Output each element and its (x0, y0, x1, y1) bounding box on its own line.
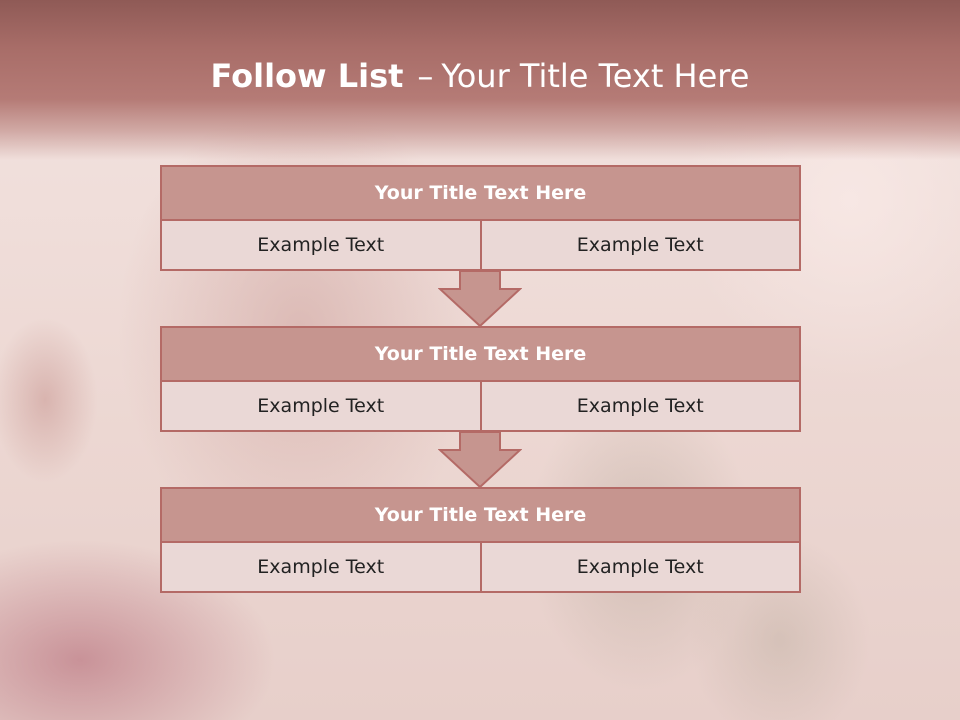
block-cell-right: Example Text (479, 382, 800, 430)
list-block-2: Your Title Text Here Example Text Exampl… (160, 326, 801, 432)
slide-title: Follow List–Your Title Text Here (0, 52, 960, 100)
title-separator: – (417, 57, 434, 95)
list-block-3: Your Title Text Here Example Text Exampl… (160, 487, 801, 593)
block-row: Example Text Example Text (160, 382, 801, 432)
block-cell-right: Example Text (479, 221, 800, 269)
header-band (0, 0, 960, 160)
block-title: Your Title Text Here (160, 487, 801, 543)
block-title: Your Title Text Here (160, 326, 801, 382)
title-rest: Your Title Text Here (441, 57, 750, 95)
block-cell-right: Example Text (479, 543, 800, 591)
block-cell-left: Example Text (257, 556, 385, 578)
block-title: Your Title Text Here (160, 165, 801, 221)
block-row: Example Text Example Text (160, 543, 801, 593)
list-block-1: Your Title Text Here Example Text Exampl… (160, 165, 801, 271)
down-arrow-icon (438, 271, 522, 327)
down-arrow-icon (438, 432, 522, 488)
block-cell-left: Example Text (257, 234, 385, 256)
block-cell-left: Example Text (257, 395, 385, 417)
title-bold: Follow List (210, 57, 404, 95)
block-row: Example Text Example Text (160, 221, 801, 271)
